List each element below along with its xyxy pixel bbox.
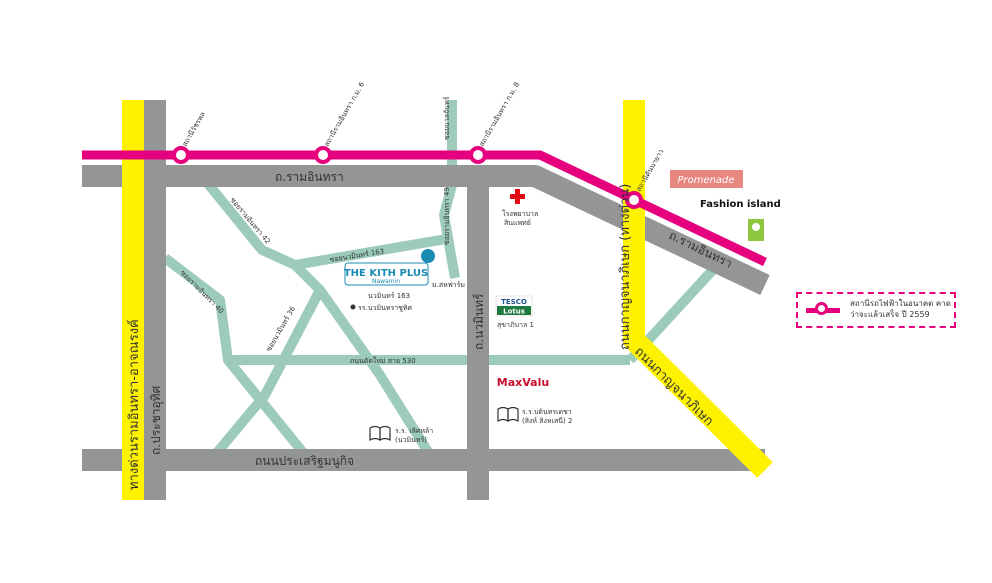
book-icon <box>369 425 391 442</box>
expressway-left-label: ทางด่วนรามอินทรา-อาจณรงค์ <box>126 319 142 490</box>
lotus-text: Lotus <box>503 308 525 316</box>
future-rail-line <box>82 150 767 267</box>
station-label-2: สถานีรามอินทรา ก.ม. 6 <box>323 80 367 148</box>
station-dot-2 <box>314 146 332 164</box>
kanchanaphisek-expressway <box>623 100 773 478</box>
station-dot-4 <box>625 191 643 209</box>
hospital-label-1: โรงพยาบาล <box>502 209 538 218</box>
soi-ram-49-label: ซอยรามอินทรา 49 <box>443 187 451 245</box>
soi-ram-49-road <box>439 100 460 279</box>
station-dot-1 <box>172 146 190 164</box>
hospital-label-2: สินแพทย์ <box>504 219 531 227</box>
soi-nawamin-163-road <box>201 176 453 270</box>
legend: สถานีรถไฟฟ้าในอนาคต คาดว่าจะแล้วเสร็จ ปี… <box>796 292 956 328</box>
promenade-logo-box <box>670 170 743 188</box>
hospital-cross-icon <box>510 189 525 204</box>
project-location-marker <box>421 249 435 263</box>
school-left-label-2: (นวมินทร์) <box>395 436 427 444</box>
station-label-3: สถานีรามอินทรา ก.ม. 8 <box>478 81 521 148</box>
rail-stations <box>172 146 643 209</box>
new-road-label: ถนนตัดใหม่ สาย 530 <box>350 356 416 365</box>
school-nawamin-label: รร.นวมินทราชูทิศ <box>358 304 413 312</box>
prasert-label: ถนนประเสริฐมนูกิจ <box>255 454 354 469</box>
school-right-label-1: ร.ร.บดินทรเดชา <box>522 408 572 416</box>
school-left-label-1: ร.ร. เลิศหล้า <box>395 427 433 435</box>
soi-ram-40-label: ซอยรามอินทรา 40 <box>179 269 226 316</box>
green-store-logo-mark <box>752 223 760 231</box>
soi-nuanchan-label: ซอยนวลจันทร์ <box>443 96 451 140</box>
maxvalu-logo-box <box>495 373 551 389</box>
project-logo-main: THE KITH PLUS <box>344 268 428 279</box>
soi-ram-40-road <box>161 254 309 459</box>
tesco-text: TESCO <box>501 298 527 306</box>
station-dot-3 <box>469 146 487 164</box>
soi-ram-42-road <box>291 261 435 458</box>
ram-inthra-label: ถ.รามอินทรา <box>275 170 344 184</box>
sukhaphiban-label: สุขาภิบาล 1 <box>497 321 534 329</box>
maxvalu-logo: MaxValu <box>497 376 549 389</box>
lotus-bar <box>497 306 531 315</box>
expressways <box>122 100 773 500</box>
school-right-label-2: (สิงห์ สิงหเสนี) 2 <box>522 417 572 425</box>
book-icon <box>497 406 519 423</box>
kanchanaphisek-lower-label: ถนนกาญจนาภิเษก <box>631 344 716 429</box>
village-label: ม.สหฟาร์ม <box>432 281 465 289</box>
promenade-logo: Promenade <box>677 175 734 186</box>
kanchanaphisek-label: ถนนกาญจนาภิเษก (ทางด่วน) <box>618 184 633 350</box>
nawamin-label: ถ.นวมินทร์ <box>472 293 486 350</box>
project-logo-box <box>344 262 429 286</box>
legend-text: สถานีรถไฟฟ้าในอนาคต คาดว่าจะแล้วเสร็จ ปี… <box>850 299 951 319</box>
main-roads <box>82 100 770 500</box>
ram-inthra-road <box>82 165 770 295</box>
pracha-uthit-label: ถ.ประชาอุทิศ <box>149 385 164 455</box>
station-label-1: สถานีวัชรพล <box>181 111 207 148</box>
legend-station-icon <box>815 302 828 315</box>
school-dot <box>350 304 356 310</box>
soi-nawamin-36-road <box>211 287 325 459</box>
project-logo-sub: Nawamin <box>372 278 400 285</box>
fashion-island-logo: Fashion island <box>700 199 781 210</box>
nawamin-163-label: นวมินทร์ 163 <box>368 292 410 300</box>
